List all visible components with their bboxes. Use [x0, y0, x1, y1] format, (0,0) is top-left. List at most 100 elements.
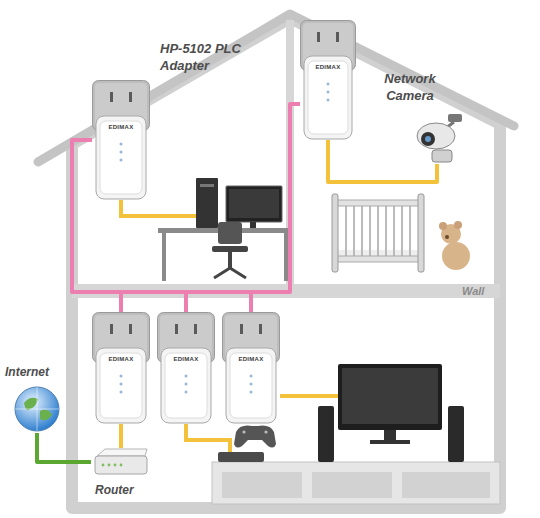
adapter-outline [222, 312, 280, 424]
camera-base [432, 150, 452, 162]
brand-logo: EDIMAX [222, 356, 280, 363]
router-led [120, 464, 123, 467]
globe-sphere [15, 387, 59, 431]
status-led [120, 159, 123, 162]
adapter-face [100, 121, 142, 194]
status-led [120, 375, 123, 378]
wall-label: Wall [462, 284, 484, 298]
tv-base [370, 440, 410, 444]
desk-leg [284, 233, 288, 281]
status-led [327, 83, 330, 86]
status-led [185, 391, 188, 394]
adapter-face [100, 353, 142, 418]
camera-lens [421, 132, 435, 146]
computer-tower [196, 178, 218, 228]
tv-stand [384, 430, 396, 440]
globe-outline [12, 385, 62, 433]
tv-screen [342, 368, 438, 424]
ethernet-cable [119, 424, 123, 448]
teddy-body [442, 242, 470, 270]
status-led [327, 99, 330, 102]
chair-back [218, 222, 242, 244]
monitor [226, 186, 282, 222]
game-console [218, 452, 264, 462]
router-device: Router [91, 448, 151, 476]
brand-logo: EDIMAX [300, 64, 356, 71]
ethernet-cable [186, 424, 230, 452]
wan-cable [37, 433, 91, 462]
gamepad [234, 426, 276, 448]
adapter-outline [92, 312, 150, 424]
outlet-slot [129, 92, 132, 102]
outlet-slot [240, 324, 243, 334]
powerline-wire [121, 104, 300, 312]
powerline-wire [121, 292, 251, 312]
router-body [95, 456, 147, 474]
desk-leg [162, 233, 166, 281]
brand-logo: EDIMAX [92, 356, 150, 363]
router-led [114, 464, 117, 467]
device-label: Internet [5, 364, 75, 381]
adapter-face [230, 353, 272, 418]
speaker [448, 406, 464, 462]
tv-cabinet [212, 462, 500, 504]
crib-rail [336, 256, 420, 262]
tower-stripe [200, 184, 214, 187]
globe-land [24, 398, 38, 410]
gamepad-button [264, 430, 267, 433]
router-top [97, 449, 147, 456]
outlet-slot [317, 32, 320, 42]
camera-outline [408, 112, 466, 164]
teddy-ear [439, 222, 447, 230]
camera-glass [425, 136, 431, 142]
status-led [250, 391, 253, 394]
plc-adapter: EDIMAX [300, 20, 356, 140]
monitor-stand [250, 222, 256, 228]
camera-mount [448, 114, 462, 122]
cabinet-shelf [312, 472, 392, 498]
camera-body [417, 123, 455, 149]
status-led [120, 383, 123, 386]
device-label: HP-5102 PLC Adapter [160, 40, 255, 74]
monitor-screen [229, 189, 279, 218]
internet-globe: Internet [12, 385, 62, 433]
gamepad-button [242, 430, 245, 433]
status-led [120, 151, 123, 154]
outlet-slot [336, 32, 339, 42]
teddy-nose [445, 235, 449, 239]
chair-post [228, 252, 232, 268]
powerline-wire [121, 292, 186, 312]
network-camera: Network Camera [408, 112, 466, 164]
router-led [108, 464, 111, 467]
router-outline [91, 448, 151, 476]
adapter-face [165, 353, 207, 418]
globe-grid [15, 387, 59, 431]
router-led [102, 464, 105, 467]
outlet-slot [110, 92, 113, 102]
status-led [250, 383, 253, 386]
plc-adapter: EDIMAX [157, 312, 215, 424]
crib-rail [336, 200, 420, 206]
outlet-slot [259, 324, 262, 334]
crib-slats [346, 206, 410, 256]
status-led [120, 143, 123, 146]
adapter-outline [300, 20, 356, 140]
status-led [120, 391, 123, 394]
ethernet-cable [121, 200, 196, 216]
adapter-outline [92, 80, 150, 200]
adapter-outline [157, 312, 215, 424]
globe-land [40, 410, 52, 421]
crib-post [332, 194, 338, 272]
plc-adapter: EDIMAXHP-5102 PLC Adapter [92, 80, 150, 200]
tv-frame [338, 364, 442, 430]
plc-adapter: EDIMAX [92, 312, 150, 424]
cabinet-shelf [222, 472, 302, 498]
chair-seat [212, 246, 248, 252]
adapter-face [308, 61, 348, 134]
ethernet-cable [328, 140, 437, 182]
brand-logo: EDIMAX [157, 356, 215, 363]
outlet-slot [110, 324, 113, 334]
